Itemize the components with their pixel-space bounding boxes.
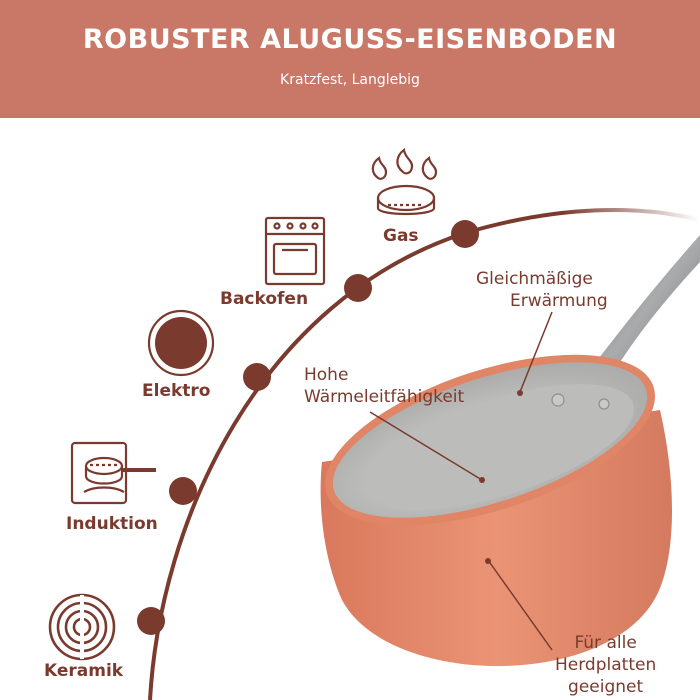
arc-dot-backofen bbox=[344, 274, 372, 302]
induction-hob-icon bbox=[70, 441, 156, 505]
oven-icon bbox=[264, 216, 326, 286]
stove-arc bbox=[148, 208, 700, 700]
page-title: ROBUSTER ALUGUSS-EISENBODEN bbox=[82, 24, 618, 55]
saucepan-image bbox=[320, 235, 700, 667]
annotation-all-stoves: Für alle Herdplatten geeignet bbox=[555, 633, 657, 697]
page-subtitle: Kratzfest, Langlebig bbox=[280, 72, 420, 88]
electric-hotplate-icon bbox=[147, 309, 215, 377]
stove-label-elektro: Elektro bbox=[142, 381, 211, 401]
header-banner: ROBUSTER ALUGUSS-EISENBODEN Kratzfest, L… bbox=[0, 0, 700, 118]
arc-dot-induktion bbox=[169, 477, 197, 505]
arc-dot-gas bbox=[451, 220, 479, 248]
stove-label-backofen: Backofen bbox=[220, 289, 309, 309]
gas-burner-icon bbox=[371, 148, 438, 216]
annotation-conductivity: Hohe Wärmeleitfähigkeit bbox=[304, 365, 465, 407]
stove-label-keramik: Keramik bbox=[44, 661, 124, 681]
stove-label-induktion: Induktion bbox=[66, 514, 158, 534]
annotation-even-heating: Gleichmäßige Erwärmung bbox=[476, 269, 608, 311]
arc-dot-elektro bbox=[243, 363, 271, 391]
leader-conductivity bbox=[369, 411, 483, 481]
leader-even-heating bbox=[519, 311, 553, 393]
ceramic-hob-icon bbox=[48, 593, 116, 661]
stove-label-gas: Gas bbox=[383, 226, 419, 246]
leader-all-stoves bbox=[487, 559, 553, 651]
arc-dot-keramik bbox=[137, 607, 165, 635]
